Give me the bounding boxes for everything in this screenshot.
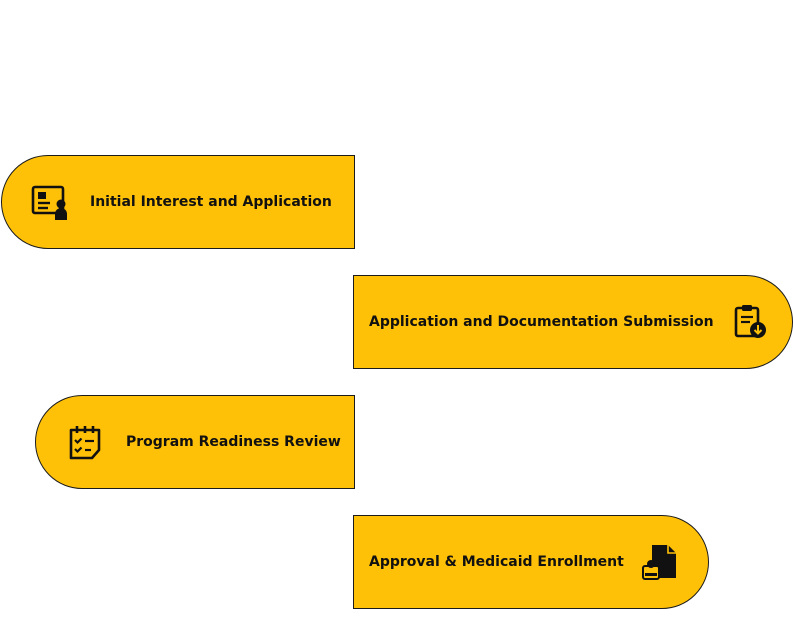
- step-label: Initial Interest and Application: [90, 194, 332, 210]
- step-label: Application and Documentation Submission: [369, 314, 714, 330]
- step-initial-interest: Initial Interest and Application: [1, 155, 355, 249]
- step-documentation-submission: Application and Documentation Submission: [353, 275, 793, 369]
- id-card-person-icon: [30, 182, 70, 222]
- step-readiness-review: Program Readiness Review: [35, 395, 355, 489]
- clipboard-download-icon: [730, 302, 770, 342]
- document-stamp-icon: [640, 542, 680, 582]
- step-label: Approval & Medicaid Enrollment: [369, 554, 624, 570]
- step-approval-enrollment: Approval & Medicaid Enrollment: [353, 515, 709, 609]
- calendar-checklist-icon: [66, 422, 106, 462]
- step-label: Program Readiness Review: [126, 434, 341, 450]
